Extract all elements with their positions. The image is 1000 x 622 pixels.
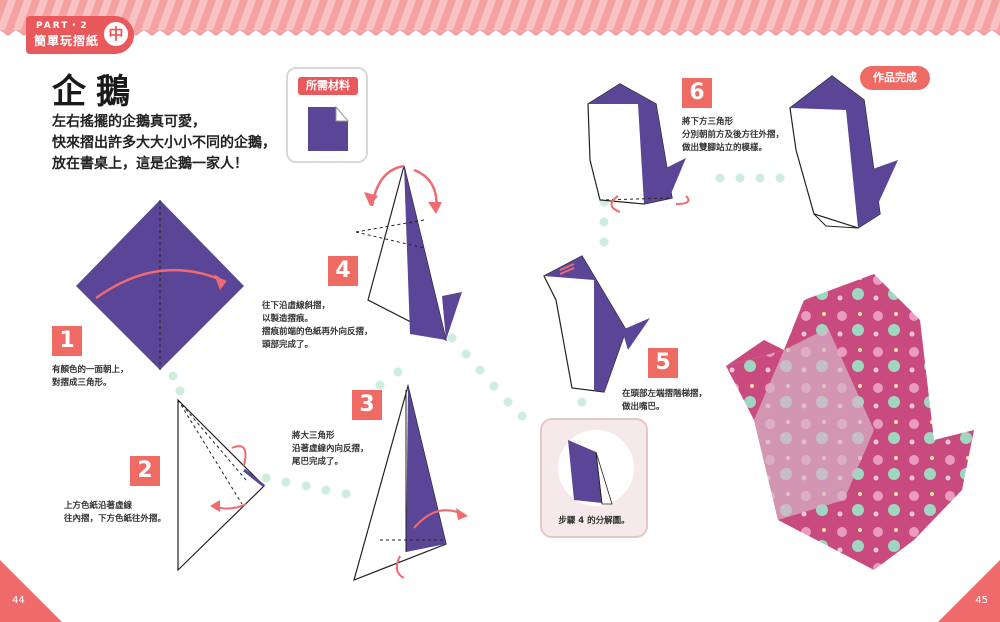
header-stripe-band [0, 0, 1000, 36]
intro-line: 左右搖擺的企鵝真可愛， [52, 114, 206, 130]
dotted-connector [168, 173, 785, 499]
intro-text: 左右搖擺的企鵝真可愛， 快來摺出許多大大小小不同的企鵝， 放在書桌上，這是企鵝一… [52, 112, 276, 175]
step-5-diagram [543, 255, 650, 393]
note-line: 往下沿虛線斜摺， [262, 301, 331, 311]
page-number-left: 44 [12, 595, 25, 606]
section-label: 簡單玩摺紙 [34, 34, 100, 48]
note-line: 沿著虛線內向反摺， [292, 444, 369, 454]
note-line: 上方色紙沿著虛線 [64, 501, 133, 511]
note-line: 摺痕前端的色紙再外向反摺， [262, 327, 373, 337]
note-line: 有顏色的一面朝上， [52, 365, 129, 375]
step-1-number: 1 [52, 326, 82, 356]
step-6-diagram [587, 83, 690, 213]
note-line: 以製造摺痕。 [262, 314, 314, 324]
finished-penguin-photo [726, 274, 974, 570]
note-line: 對摺成三角形。 [52, 378, 112, 388]
intro-line: 快來摺出許多大大小小不同的企鵝， [52, 135, 276, 151]
note-line: 分別朝前方及後方往外摺， [682, 130, 785, 140]
paper-square-icon [308, 105, 350, 151]
completed-label: 作品完成 [860, 66, 930, 90]
detail-caption: 步驟 4 的分解圖。 [558, 516, 630, 526]
note-line: 做出雙腳站立的模樣。 [682, 143, 768, 153]
note-line: 頭部完成了。 [262, 340, 314, 350]
page-number-right: 45 [975, 595, 988, 606]
materials-box: 所需材料 [286, 67, 368, 163]
step-6-note: 將下方三角形 分別朝前方及後方往外摺， 做出雙腳站立的模樣。 [682, 116, 784, 155]
step-5-number: 5 [648, 348, 678, 378]
intro-line: 放在書桌上，這是企鵝一家人！ [52, 156, 248, 172]
note-line: 做出嘴巴。 [622, 402, 665, 412]
note-line: 尾巴完成了。 [292, 457, 344, 467]
step-4-detail-box: 步驟 4 的分解圖。 [540, 418, 648, 538]
step-3-number: 3 [352, 390, 382, 420]
page-corner-right [938, 560, 1000, 622]
page-title: 企鵝 [52, 72, 140, 112]
note-line: 往內摺，下方色紙往外摺。 [64, 514, 167, 524]
note-line: 將下方三角形 [682, 117, 734, 127]
note-line: 在頭部左端摺階梯摺， [622, 389, 708, 399]
note-line: 將大三角形 [292, 431, 335, 441]
step-4-number: 4 [328, 256, 358, 286]
step-5-note: 在頭部左端摺階梯摺， 做出嘴巴。 [622, 388, 707, 414]
step-1-diagram [76, 200, 244, 370]
step-4-detail-diagram [558, 430, 634, 506]
step-3-note: 將大三角形 沿著虛線內向反摺， 尾巴完成了。 [292, 430, 369, 469]
step-2-number: 2 [130, 456, 160, 486]
materials-label: 所需材料 [298, 77, 358, 95]
page-corner-left [0, 560, 62, 622]
step-2-note: 上方色紙沿著虛線 往內摺，下方色紙往外摺。 [64, 500, 166, 526]
step-6-number: 6 [682, 78, 712, 108]
difficulty-badge: 中 [102, 20, 130, 48]
completed-penguin-diagram [789, 75, 898, 229]
step-1-note: 有顏色的一面朝上， 對摺成三角形。 [52, 364, 129, 390]
step-4-note: 往下沿虛線斜摺， 以製造摺痕。 摺痕前端的色紙再外向反摺， 頭部完成了。 [262, 300, 373, 352]
step-2-diagram [177, 398, 265, 572]
part-label: PART・2 [36, 21, 89, 31]
